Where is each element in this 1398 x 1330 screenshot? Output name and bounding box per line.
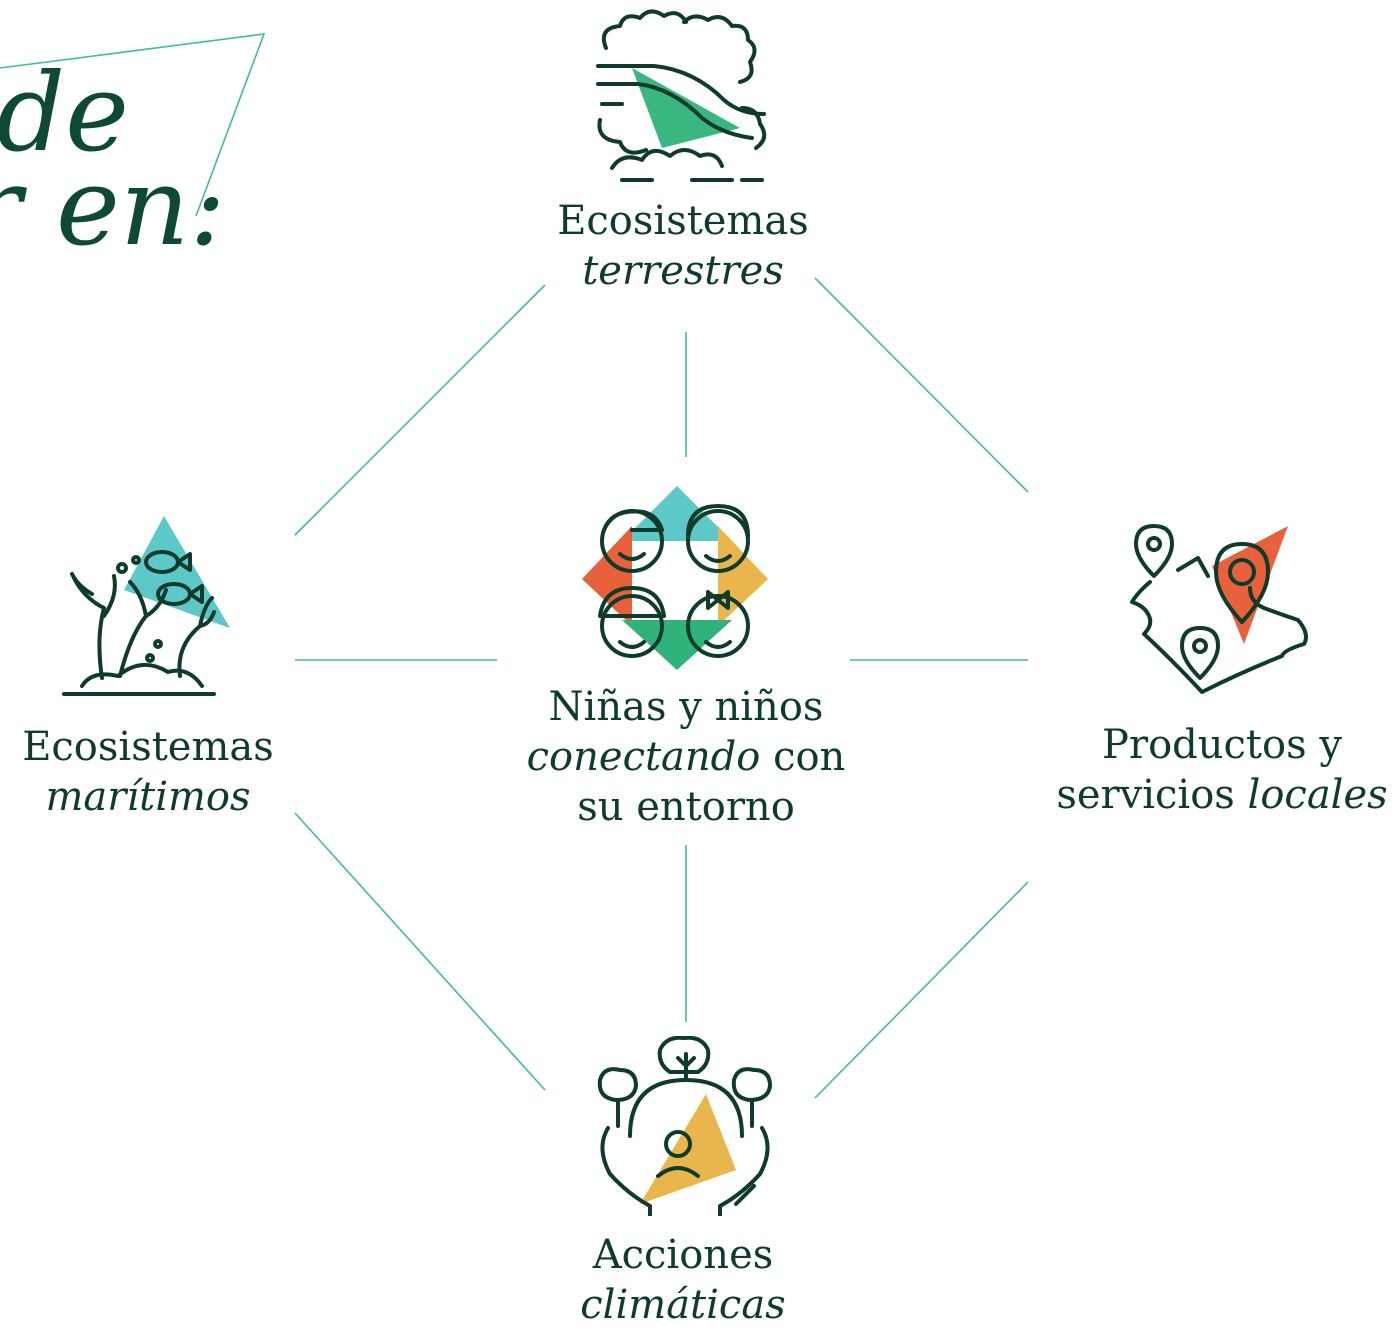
forest-icon <box>596 9 767 182</box>
title-frame <box>0 33 266 217</box>
label-right-line2-prefix: servicios <box>1056 772 1248 818</box>
label-right-line1: Productos y <box>1102 722 1342 768</box>
map-pins-icon <box>1130 524 1308 694</box>
label-center-line3: su entorno <box>577 784 795 830</box>
label-center-line2-italic: conectando <box>526 734 761 780</box>
label-center-line2-rest: con <box>760 734 846 780</box>
label-bottom: Acciones climáticas <box>513 1230 853 1330</box>
label-bottom-line1: Acciones <box>592 1232 774 1278</box>
connector-top-left <box>294 284 546 536</box>
connector-top-right <box>814 277 1029 493</box>
connector-right-bottom <box>814 881 1029 1099</box>
label-left-line2: marítimos <box>45 774 251 820</box>
label-left-line1: Ecosistemas <box>22 724 274 770</box>
label-center-line1: Niñas y niños <box>548 684 824 730</box>
title-fragment-2: r en: <box>0 145 226 270</box>
label-right-line2-italic: locales <box>1247 772 1388 818</box>
label-right-line2: servicios locales <box>1046 770 1398 820</box>
label-center-line2: conectando con <box>486 732 886 782</box>
label-top-line2: terrestres <box>582 248 784 294</box>
label-center: Niñas y niños conectando con su entorno <box>486 682 886 832</box>
connector-left-bottom <box>294 812 546 1091</box>
planet-hands-icon <box>597 1036 772 1216</box>
label-bottom-line2: climáticas <box>580 1282 786 1328</box>
label-right: Productos y servicios locales <box>1046 720 1398 820</box>
children-icon <box>582 486 768 670</box>
label-left: Ecosistemas marítimos <box>0 722 296 822</box>
label-top: Ecosistemas terrestres <box>513 196 853 296</box>
title-fragment-1: de <box>0 51 130 176</box>
label-top-line1: Ecosistemas <box>557 198 809 244</box>
coral-reef-icon <box>62 516 230 696</box>
